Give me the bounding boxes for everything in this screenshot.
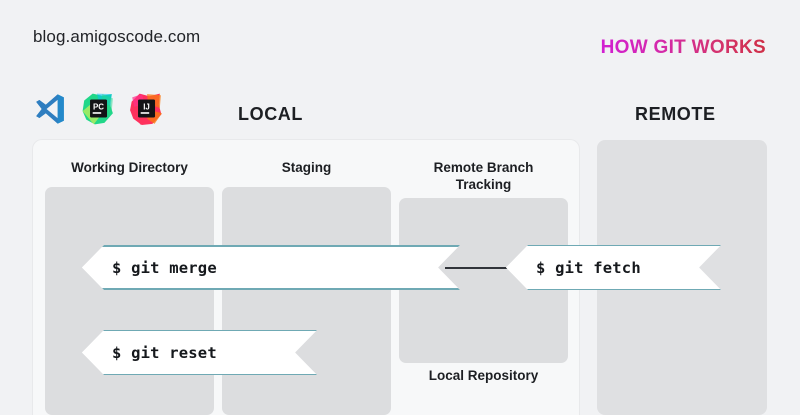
git-reset-banner[interactable]: $ git reset — [82, 330, 317, 375]
intellij-idea-icon: IJ — [130, 93, 162, 125]
pycharm-icon: PC — [82, 93, 113, 125]
page-title: HOW GIT WORKS — [600, 37, 766, 58]
column-working-directory: Working Directory — [45, 140, 214, 415]
infographic-canvas: blog.amigoscode.com HOW GIT WORKS PC — [33, 27, 767, 415]
zone-title-remote: REMOTE — [635, 104, 716, 124]
column-label-working-directory: Working Directory — [71, 160, 188, 175]
merge-fetch-connector-line — [445, 266, 513, 269]
column-box-staging — [222, 187, 391, 415]
pycharm-icon-letters: PC — [93, 103, 104, 112]
column-label-local-repository: Local Repository — [428, 368, 539, 383]
git-merge-banner[interactable]: $ git merge — [82, 245, 460, 290]
site-url-label: blog.amigoscode.com — [33, 27, 201, 46]
column-staging: Staging — [222, 140, 391, 415]
column-label-staging: Staging — [281, 160, 332, 175]
zone-title-local: LOCAL — [238, 104, 303, 124]
intellij-icon-letters: IJ — [143, 103, 150, 112]
vscode-icon — [36, 94, 64, 124]
column-box-working-directory — [45, 187, 214, 415]
git-fetch-banner[interactable]: $ git fetch — [506, 245, 721, 290]
column-label-remote-branch-tracking: Remote Branch Tracking — [433, 160, 534, 192]
ide-icon-row: PC IJ — [33, 92, 163, 126]
